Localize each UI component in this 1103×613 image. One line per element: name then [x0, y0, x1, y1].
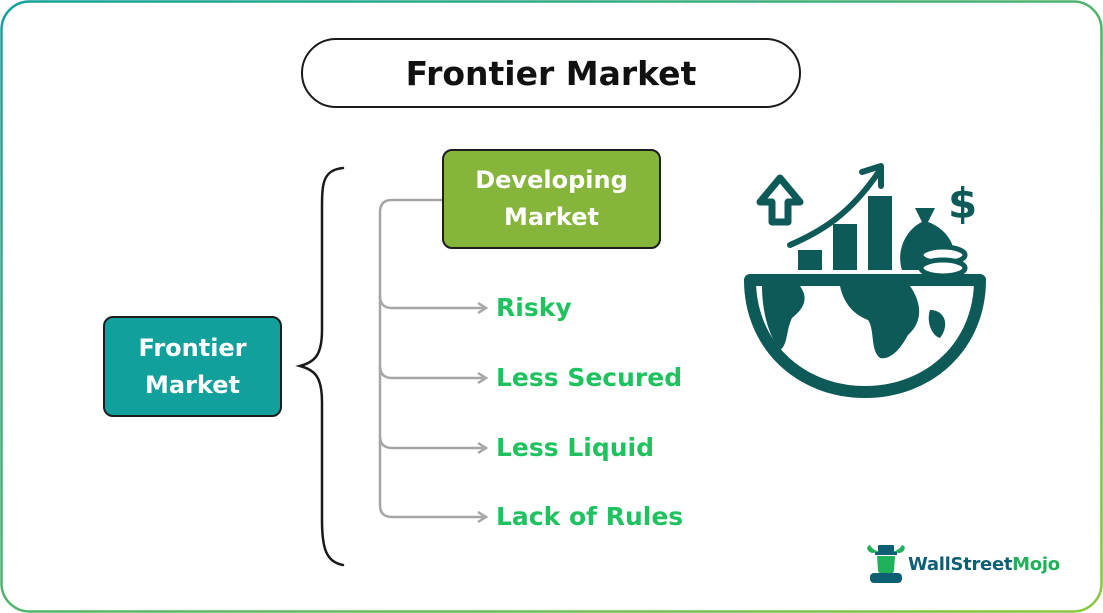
branch-label-less-liquid: Less Liquid — [496, 433, 655, 462]
branch-arrow-3 — [378, 435, 489, 455]
connector-trunk — [378, 198, 442, 519]
brand-name-part2: Mojo — [1012, 553, 1060, 575]
root-node: Frontier Market — [103, 316, 282, 417]
bull-mascot-icon — [867, 545, 905, 583]
branch-label-less-secured: Less Secured — [496, 363, 683, 392]
branch-label-risky: Risky — [496, 293, 572, 322]
root-node-label: Frontier Market — [138, 333, 247, 399]
diagram-title: Frontier Market — [405, 53, 697, 93]
developing-market-label: Developing Market — [475, 166, 628, 231]
curly-brace — [295, 166, 345, 567]
title-box: Frontier Market — [301, 38, 801, 108]
branch-arrow-2 — [378, 365, 489, 385]
branch-arrow-4 — [392, 510, 489, 524]
brand-name-part1: WallStreet — [908, 553, 1013, 575]
globe-growth-money-icon: $ — [744, 163, 986, 398]
branch-label-lack-of-rules: Lack of Rules — [496, 502, 684, 531]
branch-arrow-1 — [378, 295, 489, 315]
svg-text:$: $ — [948, 179, 977, 228]
developing-market-node: Developing Market — [442, 149, 661, 249]
